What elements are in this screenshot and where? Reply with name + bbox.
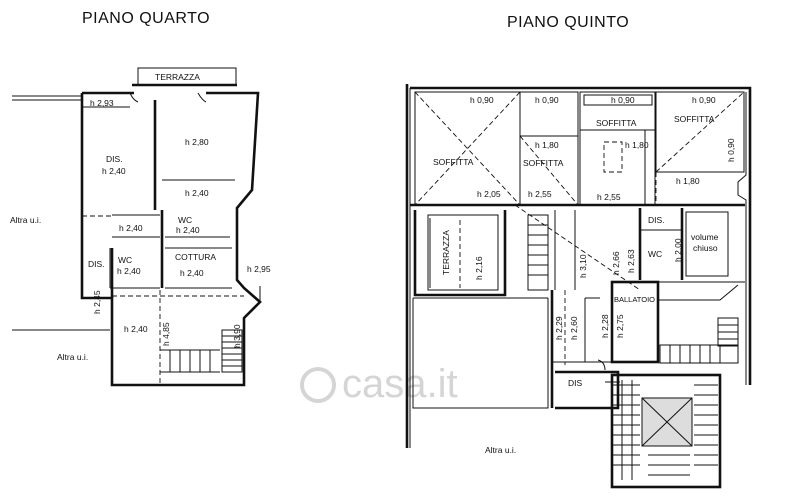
stair-ballatoio bbox=[659, 317, 739, 364]
label-dis-quarto: DIS. bbox=[106, 154, 123, 164]
label-wc-quinto: WC bbox=[648, 249, 662, 259]
label-h295: h 2,95 bbox=[247, 264, 271, 274]
stair-quarto bbox=[160, 329, 243, 373]
title-piano-quinto: PIANO QUINTO bbox=[507, 14, 630, 31]
piano-quarto-walls bbox=[12, 67, 262, 387]
label-wc-top: WC bbox=[178, 215, 192, 225]
label-altra-ui-quinto: Altra u.i. bbox=[485, 445, 516, 455]
label-soffitta-4: SOFFITTA bbox=[674, 114, 715, 124]
label-h090-vertical: h 0,90 bbox=[726, 138, 736, 162]
label-chiuso: chiuso bbox=[693, 243, 718, 253]
stair-quinto-center bbox=[514, 204, 641, 291]
label-h266: h 2,66 bbox=[611, 251, 621, 275]
label-h205: h 2,05 bbox=[477, 189, 501, 199]
stair-core-lower bbox=[610, 373, 722, 489]
label-h240-mid: h 2,40 bbox=[119, 223, 143, 233]
label-h180-c: h 1,80 bbox=[676, 176, 700, 186]
label-h090-3: h 0,90 bbox=[611, 95, 635, 105]
watermark-text: casa.it bbox=[342, 362, 458, 406]
label-dis-quinto: DIS. bbox=[648, 215, 665, 225]
label-ballatoio: BALLATOIO bbox=[614, 295, 655, 304]
label-soffitta-3: SOFFITTA bbox=[596, 118, 637, 128]
label-wc-bottom: WC bbox=[118, 255, 132, 265]
label-h275: h 2,75 bbox=[615, 314, 625, 338]
label-h263: h 2,63 bbox=[626, 249, 636, 273]
label-h180-a: h 1,80 bbox=[535, 140, 559, 150]
label-h090-1: h 0,90 bbox=[470, 95, 494, 105]
watermark-logo: casa.it bbox=[300, 362, 458, 407]
piano-quarto-labels: TERRAZZA h 2,93 h 2,80 DIS. h 2,40 h 2,4… bbox=[10, 72, 271, 362]
label-terrazza-quinto: TERRAZZA bbox=[441, 230, 451, 275]
label-h200: h 2,00 bbox=[673, 238, 683, 262]
label-h090-4: h 0,90 bbox=[692, 95, 716, 105]
label-h180-b: h 1,80 bbox=[625, 140, 649, 150]
label-h240-cottura: h 2,40 bbox=[180, 268, 204, 278]
label-h485: h 4,85 bbox=[161, 322, 171, 346]
label-h255-a: h 2,55 bbox=[528, 189, 552, 199]
label-altra-ui-bottom: Altra u.i. bbox=[57, 352, 88, 362]
label-h090-2: h 0,90 bbox=[535, 95, 559, 105]
label-dis-left: DIS. bbox=[88, 259, 105, 269]
label-altra-ui-left: Altra u.i. bbox=[10, 215, 41, 225]
label-h280: h 2,80 bbox=[185, 137, 209, 147]
piano-quinto-labels: h 0,90 h 0,90 h 0,90 h 0,90 SOFFITTA SOF… bbox=[433, 95, 736, 455]
label-h245: h 2,45 bbox=[92, 290, 102, 314]
label-h216: h 2,16 bbox=[474, 256, 484, 280]
label-h260: h 2,60 bbox=[569, 316, 579, 340]
label-h240-right: h 2,40 bbox=[185, 188, 209, 198]
label-h310: h 3,10 bbox=[578, 254, 588, 278]
label-h229: h 2,29 bbox=[554, 316, 564, 340]
terrazza-frame bbox=[137, 67, 237, 86]
piano-quinto-walls bbox=[405, 84, 752, 489]
label-h293: h 2,93 bbox=[90, 98, 114, 108]
label-h228: h 2,28 bbox=[600, 314, 610, 338]
label-h240-room: h 2,40 bbox=[124, 324, 148, 334]
label-h240-wc-bottom: h 2,40 bbox=[117, 266, 141, 276]
title-piano-quarto: PIANO QUARTO bbox=[82, 10, 211, 27]
label-volume: volume bbox=[691, 232, 719, 242]
label-h255-b: h 2,55 bbox=[597, 192, 621, 202]
label-soffitta-2: SOFFITTA bbox=[523, 158, 564, 168]
label-h390: h 3,90 bbox=[232, 324, 242, 348]
house-icon bbox=[300, 367, 336, 403]
label-h240-dis: h 2,40 bbox=[102, 166, 126, 176]
label-h240-wc-top: h 2,40 bbox=[176, 225, 200, 235]
label-terrazza-quarto: TERRAZZA bbox=[155, 72, 200, 82]
label-soffitta-1: SOFFITTA bbox=[433, 157, 474, 167]
label-dis-bottom: DIS bbox=[568, 378, 583, 388]
label-cottura: COTTURA bbox=[175, 252, 216, 262]
